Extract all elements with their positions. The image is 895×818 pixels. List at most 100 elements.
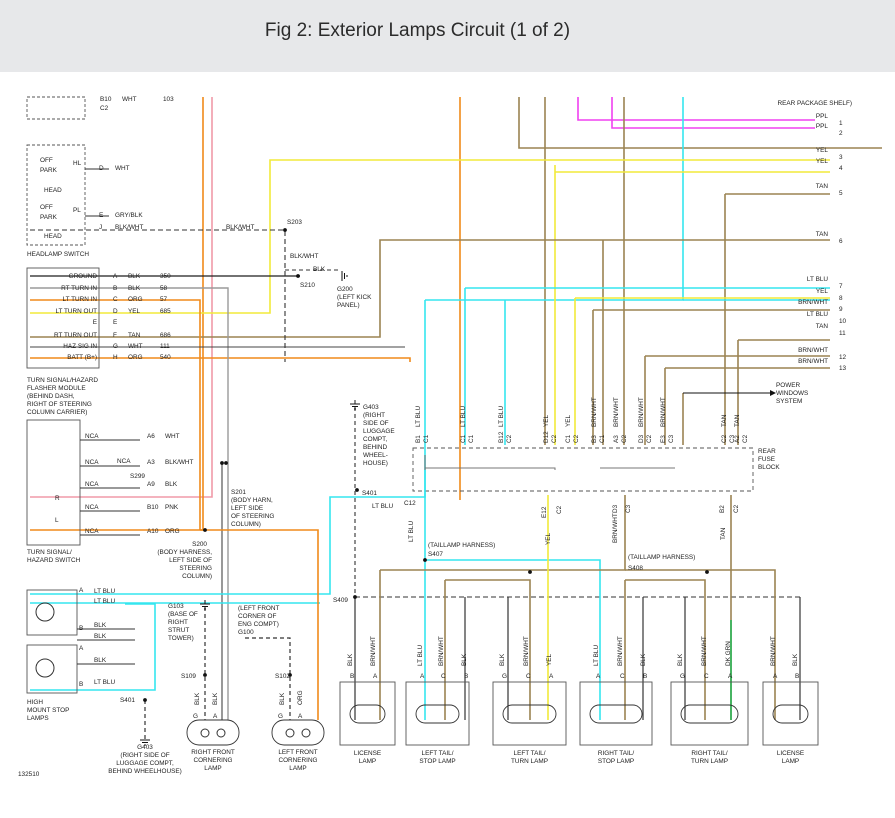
ground-label: (LEFT FRONT <box>238 605 280 612</box>
splice-dot <box>705 570 709 574</box>
wire-color-label: BLK/WHT <box>165 459 194 466</box>
fuse-pin-label: C12 <box>404 500 416 507</box>
lamp-rt-turn <box>670 681 749 746</box>
ground-label: G103 <box>168 603 184 610</box>
pin-label: A3 <box>147 459 155 466</box>
lamp-bulb-license-r <box>772 704 809 724</box>
circuit-number: 686 <box>160 332 171 339</box>
flasher-module-label: (BEHIND DASH, <box>27 393 75 400</box>
connector-pin-number: 5 <box>839 190 843 197</box>
org-lt-turn-in <box>30 299 201 530</box>
fuse-sub-label: C1 <box>599 434 606 443</box>
wire-color-label: LT BLU <box>408 521 415 542</box>
lamp-pin-label: G <box>502 673 507 680</box>
power-windows-label: WINDOWS <box>776 390 808 397</box>
switch-label: PL <box>73 207 81 214</box>
ground-label: G100 <box>238 629 254 636</box>
splice-label: S299 <box>130 473 145 480</box>
fuse-pin-label: A2 <box>734 435 741 443</box>
connector-pin-number: 4 <box>839 165 843 172</box>
lamp-label: LICENSE <box>354 750 381 757</box>
fuse-pin-label: A3 <box>613 435 620 443</box>
fuse-sub-label: C2 <box>573 434 580 443</box>
yel-turn-out-wire <box>30 159 830 314</box>
lamp-label: RIGHT TAIL/ <box>598 750 634 757</box>
blk-wht-dashed <box>30 229 286 362</box>
lamp-wire-label: ORG <box>297 690 304 705</box>
wire-color-label: LT BLU <box>94 588 115 595</box>
lamp-wire-label: BRN/WHT <box>617 636 624 666</box>
nca-label: NCA <box>85 528 99 535</box>
lamp-wire-label: BLK <box>499 653 506 666</box>
pin-letter: F <box>113 332 117 339</box>
fuse-sub-label: C2 <box>621 434 628 443</box>
wire-label: WHT <box>122 96 137 103</box>
fuse-wire-color: TAN <box>734 414 741 427</box>
ground-label: (RIGHT <box>363 412 385 419</box>
power-windows-label: SYSTEM <box>776 398 802 405</box>
lamp-wire-label: BRN/WHT <box>523 636 530 666</box>
brnwht-rt-turn <box>625 579 706 720</box>
lamp-pin-label: B <box>643 673 647 680</box>
fuse-bus-1 <box>425 467 556 470</box>
connector-pin-number: 8 <box>839 295 843 302</box>
highmount-stop-box-1 <box>26 589 78 636</box>
splice-label: S210 <box>300 282 315 289</box>
title-bar: Fig 2: Exterior Lamps Circuit (1 of 2) <box>0 0 895 72</box>
pin-label: J <box>99 224 102 231</box>
lamp-label: CORNERING <box>278 757 317 764</box>
harness-label: (TAILLAMP HARNESS) <box>428 542 495 549</box>
lamp-label: TURN LAMP <box>691 758 728 765</box>
lamp-label: TURN LAMP <box>511 758 548 765</box>
wire-color-label: PNK <box>165 504 179 511</box>
flasher-pin-label: BATT (B+) <box>67 354 97 361</box>
splice-label: COLUMN) <box>182 573 212 580</box>
highmount-label: LAMPS <box>27 715 49 722</box>
lamp-pin-label: G <box>680 673 685 680</box>
bulb-icon <box>285 728 295 738</box>
fuse-pin-label: C2 <box>721 434 728 443</box>
connector-pin-number: 13 <box>839 365 847 372</box>
fuse-sub-label: C1 <box>468 434 475 443</box>
wire-color-label: WHT <box>128 343 143 350</box>
wire-label: B10 <box>100 96 112 103</box>
switch-position-label: OFF <box>40 157 53 164</box>
lamp-wire-label: BLK <box>461 653 468 666</box>
fuse-pin-label: B12 <box>498 431 505 443</box>
nca-label: NCA <box>117 458 131 465</box>
rear-shelf-title: REAR PACKAGE SHELF) <box>778 100 852 107</box>
connector-pin-number: 11 <box>839 330 846 337</box>
flasher-pin-label: LT TURN IN <box>63 296 98 303</box>
ground-label: WHEEL- <box>363 452 388 459</box>
lamp-wire-label: BLK <box>212 692 219 705</box>
lamp-pin-label: B <box>795 673 799 680</box>
lamp-label: LAMP <box>204 765 221 772</box>
connector-pin-number: 6 <box>839 238 843 245</box>
lamp-label: CORNERING <box>193 757 232 764</box>
highmount-label: HIGH <box>27 699 43 706</box>
cornering-lamp-rf <box>186 719 240 746</box>
pin-label: E <box>99 212 103 219</box>
wire-color-label: BRN/WHT <box>612 513 619 543</box>
wire-color-label: ORG <box>165 528 180 535</box>
circuit-number: 111 <box>160 343 170 350</box>
harness-label: (TAILLAMP HARNESS) <box>628 554 695 561</box>
fuse-pin-label: C2 <box>556 505 563 514</box>
splice-label: (BODY HARN, <box>231 497 273 504</box>
splice-label: S102 <box>275 673 290 680</box>
hazard-switch-label: TURN SIGNAL/ <box>27 549 72 556</box>
fuse-pin-label: C2 <box>733 504 740 513</box>
flasher-pin-label: LT TURN OUT <box>55 308 97 315</box>
flasher-module-label: TURN SIGNAL/HAZARD <box>27 377 98 384</box>
fuse-sub-label: C2 <box>506 434 513 443</box>
lamp-pin-label: A <box>373 673 378 680</box>
wire-color-label: PPL <box>816 123 829 130</box>
fuse-pin-label: D3 <box>612 504 619 513</box>
wire-label: BLK <box>313 266 326 273</box>
brnwht-s407 <box>380 495 626 571</box>
splice-dot <box>423 558 427 562</box>
fuse-wire-color: YEL <box>543 414 550 427</box>
splice-label: S109 <box>181 673 196 680</box>
lamp-wire-label: BLK <box>347 653 354 666</box>
flasher-pin-label: HAZ SIG IN <box>63 343 97 350</box>
